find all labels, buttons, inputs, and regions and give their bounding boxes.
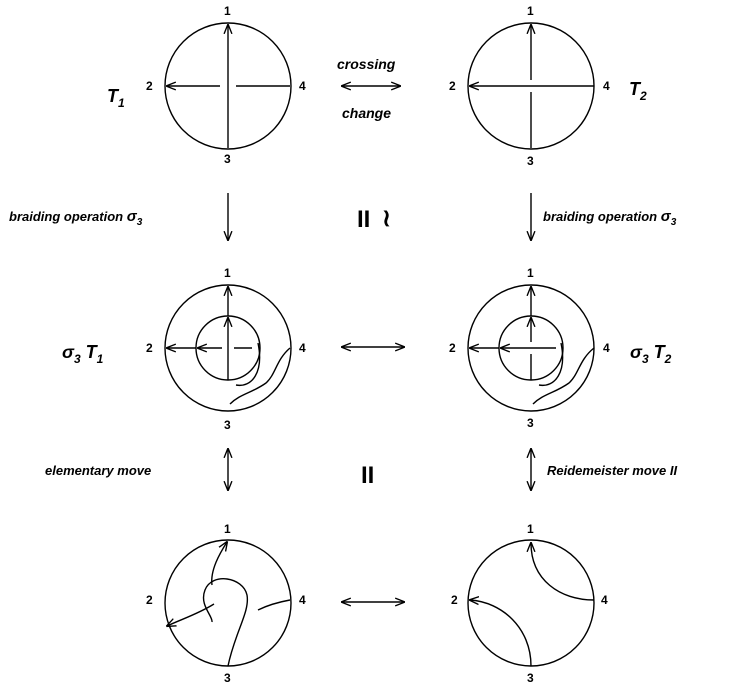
endpoint-4: 4 bbox=[299, 593, 306, 607]
endpoint-4: 4 bbox=[299, 341, 306, 355]
lower-arc bbox=[470, 600, 532, 667]
endpoint-2: 2 bbox=[449, 341, 456, 355]
isotopic-bars: II bbox=[357, 206, 370, 233]
endpoint-1: 1 bbox=[224, 266, 231, 280]
twisted-strand bbox=[202, 578, 249, 667]
boundary-circle bbox=[164, 539, 292, 667]
braiding-label-left: braiding operation σ3 bbox=[9, 208, 143, 228]
tangle-t1: 1 2 3 4 T1 bbox=[107, 4, 306, 166]
endpoint-3: 3 bbox=[527, 671, 534, 685]
endpoint-3: 3 bbox=[224, 671, 231, 685]
outer-circle bbox=[164, 284, 292, 412]
endpoint-3: 3 bbox=[527, 416, 534, 430]
braid-outer-strand bbox=[532, 347, 595, 405]
tangle-t2: 1 2 3 4 T2 bbox=[449, 4, 647, 168]
boundary-circle bbox=[164, 22, 292, 150]
braiding-right: braiding operation σ3 bbox=[531, 193, 677, 240]
tilde-symbol: ≀ bbox=[382, 205, 391, 232]
reidemeister-relation: Reidemeister move II bbox=[531, 449, 677, 490]
endpoint-1: 1 bbox=[224, 522, 231, 536]
braiding-left: braiding operation σ3 bbox=[9, 193, 228, 240]
isotopy-symbol: II ≀ bbox=[357, 205, 391, 233]
reidemeister-label: Reidemeister move II bbox=[547, 463, 677, 478]
endpoint-2: 2 bbox=[146, 593, 153, 607]
endpoint-4: 4 bbox=[603, 341, 610, 355]
endpoint-2: 2 bbox=[449, 79, 456, 93]
braid-over-strand bbox=[235, 342, 261, 387]
crossing-change-relation: crossing change bbox=[337, 56, 400, 121]
braiding-label-right: braiding operation σ3 bbox=[543, 208, 677, 228]
endpoint-4: 4 bbox=[603, 79, 610, 93]
tangle-label-t1: T1 bbox=[107, 86, 125, 110]
endpoint-3: 3 bbox=[224, 152, 231, 166]
endpoint-1: 1 bbox=[527, 266, 534, 280]
elementary-move-label: elementary move bbox=[45, 463, 151, 478]
endpoint-2: 2 bbox=[146, 79, 153, 93]
change-label: change bbox=[342, 105, 391, 121]
endpoint-3: 3 bbox=[224, 418, 231, 432]
braid-outer-strand bbox=[229, 347, 291, 405]
upper-arc bbox=[531, 543, 595, 601]
tangle-label-t2: T2 bbox=[629, 79, 647, 103]
endpoint-4: 4 bbox=[601, 593, 608, 607]
tangle-bottom-right: 1 2 3 4 bbox=[451, 522, 608, 685]
endpoint-1: 1 bbox=[224, 4, 231, 18]
equal-bars: II bbox=[361, 462, 374, 489]
endpoint-2: 2 bbox=[451, 593, 458, 607]
tangle-bottom-left: 1 2 3 4 bbox=[146, 522, 306, 685]
endpoint-2: 2 bbox=[146, 341, 153, 355]
endpoint-1: 1 bbox=[527, 4, 534, 18]
elementary-move-relation: elementary move bbox=[45, 449, 228, 490]
right-strand bbox=[257, 599, 291, 611]
crossing-label: crossing bbox=[337, 56, 396, 72]
endpoint-3: 3 bbox=[527, 154, 534, 168]
left-strand bbox=[167, 603, 215, 626]
endpoint-1: 1 bbox=[527, 522, 534, 536]
braid-over-strand bbox=[538, 342, 564, 387]
twisted-strand-end bbox=[211, 542, 227, 586]
endpoint-4: 4 bbox=[299, 79, 306, 93]
